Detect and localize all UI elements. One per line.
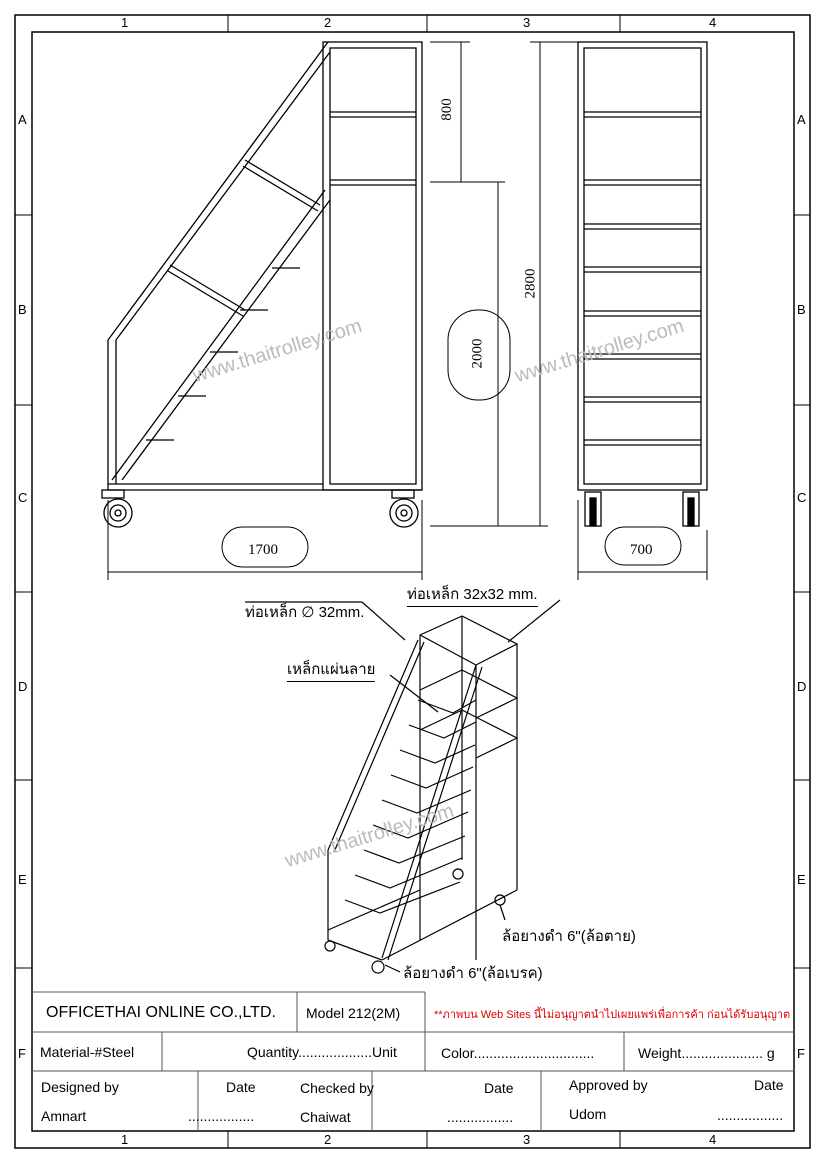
front-view (577, 41, 708, 527)
weight: Weight..................... g (638, 1045, 775, 1061)
column-label: 2 (324, 15, 332, 30)
dimension-1700: 1700 (248, 542, 278, 558)
company-name: OFFICETHAI ONLINE CO.,LTD. (46, 1004, 276, 1021)
row-label: F (18, 1046, 26, 1061)
copyright-notice: **ภาพบน Web Sites นี้ไม่อนุญาตนำไปเผยแพร… (434, 1009, 791, 1021)
material: Material-#Steel (40, 1044, 135, 1060)
annotation-checker-plate: เหล็กแผ่นลาย (287, 657, 376, 682)
annotation-fixed-wheel: ล้อยางดำ 6"(ล้อตาย) (502, 928, 636, 945)
date-label: Date (754, 1077, 784, 1093)
isometric-view (245, 599, 561, 974)
column-label: 4 (709, 15, 717, 30)
checked-by-label: Checked by (300, 1080, 374, 1096)
row-label: E (18, 872, 27, 887)
date-value: ................. (188, 1108, 255, 1124)
checker-name: Chaiwat (300, 1109, 351, 1125)
row-label: C (18, 490, 28, 505)
row-label: E (797, 872, 806, 887)
dimension-800: 800 (438, 98, 455, 121)
approver-name: Udom (569, 1106, 607, 1122)
outer-border (14, 14, 811, 1149)
row-label: B (797, 302, 806, 317)
side-view (101, 41, 423, 528)
annotation-brake-wheel: ล้อยางดำ 6"(ล้อเบรค) (403, 965, 543, 982)
approved-by-label: Approved by (569, 1077, 648, 1093)
designed-by-label: Designed by (41, 1079, 119, 1095)
column-label: 1 (121, 1132, 129, 1147)
dimension-700: 700 (630, 542, 653, 558)
date-label: Date (226, 1079, 256, 1095)
row-label: B (18, 302, 27, 317)
model-number: Model 212(2M) (306, 1005, 401, 1021)
dimension-2000: 2000 (469, 338, 486, 369)
designer-name: Amnart (41, 1108, 87, 1124)
title-block-lines (32, 991, 794, 1131)
dimension-2800: 2800 (522, 268, 539, 299)
row-label: A (18, 112, 27, 127)
date-value: ................. (717, 1107, 784, 1123)
inner-border (31, 31, 795, 1132)
row-label: C (797, 490, 807, 505)
column-label: 3 (523, 15, 531, 30)
dimension-lines (107, 41, 708, 580)
row-label: D (18, 679, 28, 694)
row-label: F (797, 1046, 805, 1061)
quantity: Quantity...................Unit (247, 1044, 397, 1060)
column-label: 1 (121, 15, 129, 30)
annotation-square-tube: ท่อเหล็ก 32x32 mm. (407, 582, 538, 607)
column-label: 4 (709, 1132, 717, 1147)
color: Color............................... (441, 1045, 595, 1061)
row-label: D (797, 679, 807, 694)
grid-ticks (15, 15, 810, 1148)
date-label: Date (484, 1080, 514, 1096)
row-label: A (797, 112, 806, 127)
date-value: ................. (447, 1109, 514, 1125)
column-label: 3 (523, 1132, 531, 1147)
annotation-round-tube: ท่อเหล็ก ∅ 32mm. (245, 604, 365, 621)
column-label: 2 (324, 1132, 332, 1147)
